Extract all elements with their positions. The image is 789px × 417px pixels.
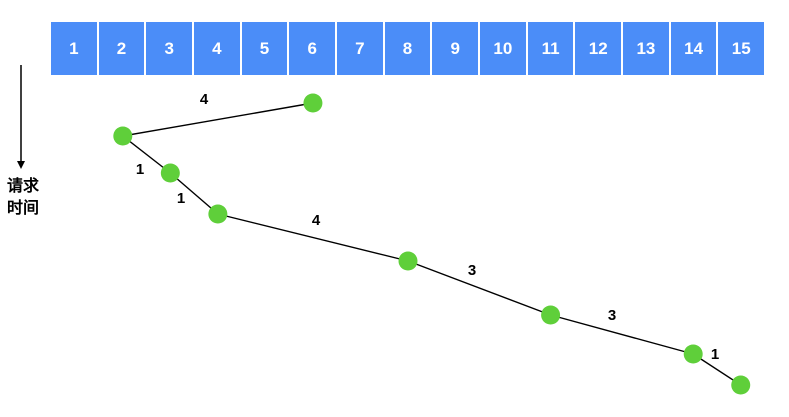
request-node: [208, 204, 228, 224]
cylinder-cell: 2: [99, 22, 147, 75]
cylinder-cell: 9: [432, 22, 481, 75]
seek-distance-label: 4: [312, 212, 321, 229]
seek-edge: [169, 172, 219, 215]
request-node: [731, 375, 751, 395]
seek-edge: [550, 314, 694, 355]
seek-distance-label: 3: [468, 262, 476, 279]
cylinder-cell: 5: [242, 22, 290, 75]
axis-label-line2: 时间: [6, 198, 39, 217]
cylinder-cell: 11: [528, 22, 576, 75]
request-node: [398, 251, 418, 271]
request-node: [113, 126, 133, 146]
request-node: [541, 305, 561, 325]
request-time-axis-label: 请求 时间: [3, 175, 43, 219]
cylinder-cell: 3: [146, 22, 195, 75]
cylinder-cell: 12: [575, 22, 624, 75]
cylinder-cell: 7: [337, 22, 385, 75]
seek-edge: [407, 260, 551, 316]
seek-distance-label: 1: [711, 346, 719, 363]
request-node: [683, 344, 703, 364]
cylinder-cell: 8: [385, 22, 433, 75]
cylinder-cell: 15: [731, 38, 751, 58]
axis-label-line1: 请求: [6, 176, 39, 195]
time-axis-arrow-head: [17, 161, 25, 169]
cylinder-cell: 14: [671, 22, 719, 75]
cylinder-cell: 6: [289, 22, 338, 75]
cylinder-cell: 1: [51, 22, 99, 75]
cylinder-cell: 4: [194, 22, 242, 75]
seek-distance-label: 4: [200, 91, 209, 108]
cylinder-cell: 13: [623, 22, 671, 75]
seek-edge: [217, 213, 409, 262]
request-node: [160, 163, 180, 183]
seek-distance-label: 1: [177, 190, 185, 207]
seek-distance-label: 3: [608, 307, 616, 324]
request-node: [303, 93, 323, 113]
seek-edge: [122, 102, 314, 137]
cylinder-cell: 10: [480, 22, 528, 75]
seek-distance-label: 1: [136, 161, 144, 178]
seek-edge: [122, 135, 171, 174]
